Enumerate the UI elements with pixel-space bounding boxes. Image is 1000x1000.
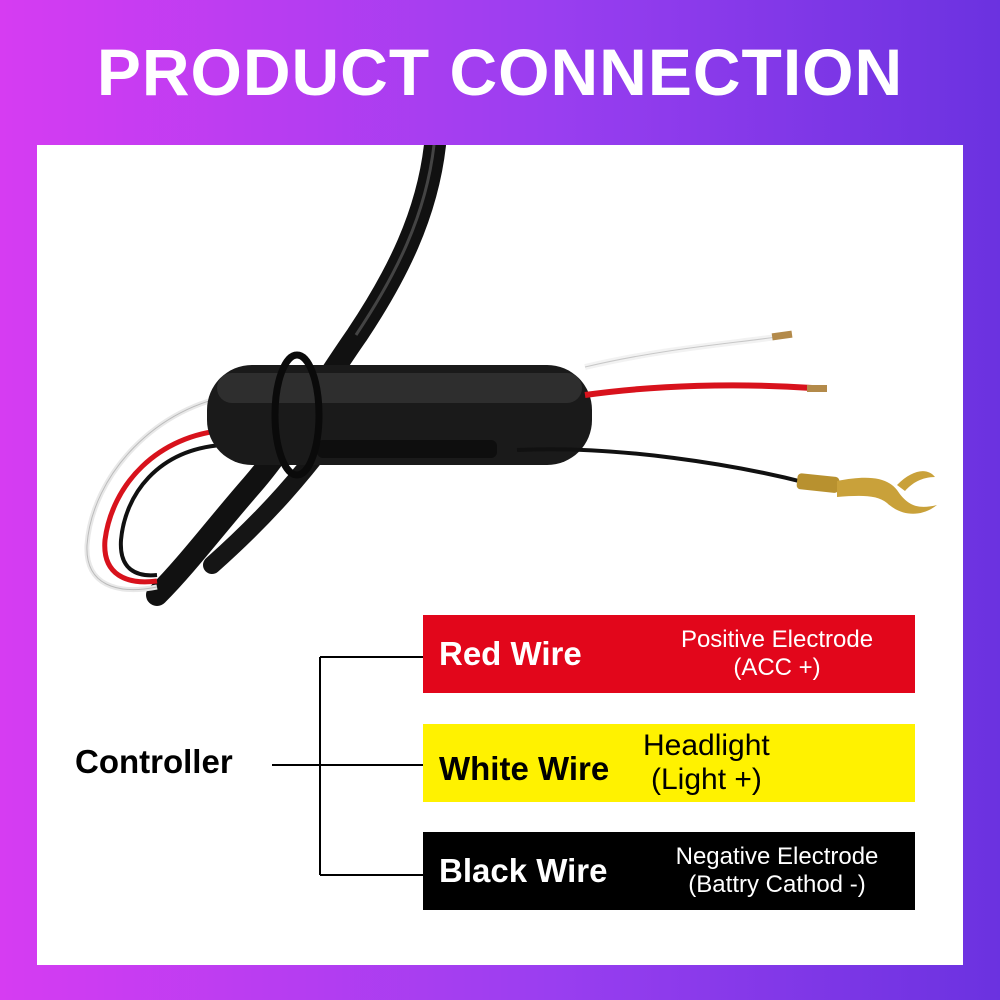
white-wire-description: Headlight (Light +) — [643, 724, 813, 802]
black-wire-desc-line2: (Battry Cathod -) — [688, 871, 866, 898]
page-title: PRODUCT CONNECTION — [96, 35, 904, 109]
black-wire-label: Black Wire — [439, 852, 608, 889]
white-wire-desc-line2: (Light +) — [651, 763, 762, 796]
white-wire-label: White Wire — [439, 750, 610, 787]
red-wire-label: Red Wire — [439, 635, 582, 672]
white-wire-desc-line1: Headlight — [643, 728, 770, 762]
red-wire-desc-line1: Positive Electrode — [680, 626, 874, 654]
white-wire-box: White Wire Headlight (Light +) — [423, 724, 915, 802]
red-wire-description: Positive Electrode (ACC +) — [648, 615, 906, 693]
controller-label: Controller — [75, 743, 233, 780]
red-wire-desc-line2: (ACC +) — [733, 654, 821, 681]
content-panel: Controller Red Wire Positive Electrode (… — [37, 145, 963, 965]
red-wire-box: Red Wire Positive Electrode (ACC +) — [423, 615, 915, 693]
black-wire-description: Negative Electrode (Battry Cathod -) — [648, 832, 906, 910]
controller-product-photo — [84, 145, 937, 606]
black-wire-desc-line1: Negative Electrode — [675, 843, 879, 871]
connection-bracket-lines — [272, 656, 423, 876]
black-wire-box: Black Wire Negative Electrode (Battry Ca… — [423, 832, 915, 910]
